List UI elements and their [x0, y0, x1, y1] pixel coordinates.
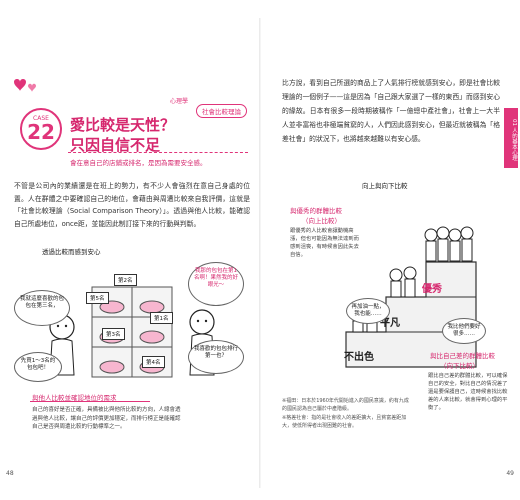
footnote-2: ※格差社會：指的是社會收入的差距擴大，且貧富差距加大，使低所得者出現困難的社會。 [282, 415, 407, 429]
staircase-comparison-illustration [345, 226, 477, 368]
upward-comparison-subcaption: （向上比較） [302, 217, 341, 225]
rank-tag-2: 第2名 [114, 274, 137, 286]
section-side-tab: 01 人的基本心理 [504, 108, 518, 168]
speech-bubble-2: 我那的包包在第1名啊！果然我的好眼光～ [188, 262, 244, 306]
downward-comparison-caption: 與比自己差的群體比較 [430, 352, 495, 360]
page-title-line1: 愛比較是天性？ [70, 116, 176, 134]
upward-comparison-note: 跟優秀的人比較會讓動機高漲，但也可能因為無法達到而感到沮喪，有時候會因此失去自信… [290, 228, 359, 258]
speech-bubble-4: 我喜歡的包包排行第一也？ [188, 340, 244, 374]
downward-comparison-subcaption: （向下比較） [440, 362, 479, 370]
right-figure-caption: 向上與向下比較 [358, 182, 411, 190]
page-number-left: 48 [6, 470, 14, 477]
category-tag-pill: 社會比較理論 [196, 104, 247, 118]
speech-bubble-3: 先買1～3名的包包吧！ [14, 352, 62, 382]
rank-tag-1: 第1名 [150, 312, 173, 324]
rank-tag-3: 第3名 [102, 328, 125, 340]
step-label-mid: 平凡 [380, 318, 400, 329]
left-hand-caption: 與他人比較並確認地位的需求 [32, 394, 117, 402]
right-page: 比方說，看到自己所選的商品上了人氣排行榜就感到安心，即是社會比較理論的一個例子—… [262, 22, 518, 482]
page-title-line2: 只因自信不足 [70, 136, 161, 154]
left-page: CASE 22 心理學 社會比較理論 愛比較是天性？ 只因自信不足 會在意自己的… [2, 22, 258, 482]
speech-bubble-low: 我比他們要好很多…… [442, 318, 486, 344]
chapter-number: 22 [27, 120, 55, 144]
hearts-decoration-icon [14, 79, 36, 92]
right-body-paragraph: 比方說，看到自己所選的商品上了人氣排行榜就感到安心，即是社會比較理論的一個例子—… [282, 79, 500, 143]
upward-comparison-caption: 與優秀的群體比較 [290, 207, 342, 215]
speech-bubble-1: 我就這麼喜歡的包包在第三名， [14, 290, 70, 326]
page-number-right: 49 [506, 470, 514, 477]
book-gutter [259, 18, 261, 488]
left-figure-note: 自己的喜好是否正確，具備被比與他所比較的方向，人總會透過與他人比較，讓自己的評價… [32, 407, 181, 430]
category-tag-small: 心理學 [170, 98, 189, 105]
footnotes: ※福田：日本於1960年代開始進入的國民意識，約有九成的國民認為自己屬於中產階級… [282, 398, 412, 432]
left-body-paragraph: 不管是公司內的業績還是在班上的勢力，有不少人會強烈在意自己身處的位置。人在群體之… [14, 182, 250, 228]
downward-comparison-note: 跟比自己差的群體比較，可以確保自己的安全，對比自己的情況差了還是要保護自己，這時… [428, 373, 508, 411]
footnote-1: ※福田：日本於1960年代開始進入的國民意識，約有九成的國民認為自己屬於中產階級… [282, 398, 409, 412]
page-subtitle: 會在意自己的店鋪或排名，是因為需要安全感。 [70, 159, 207, 167]
chapter-badge: CASE 22 [20, 108, 62, 150]
title-divider [68, 152, 248, 153]
step-label-bottom: 不出色 [344, 352, 374, 363]
left-figure-caption: 透過比較而感到安心 [38, 248, 104, 256]
chapter-label: CASE [33, 115, 49, 122]
hand-caption-underline [30, 401, 150, 402]
rank-tag-4: 第4名 [142, 356, 165, 368]
step-label-top: 優秀 [422, 284, 442, 295]
speech-bubble-mid: 再加油一點，我也能…… [346, 298, 390, 324]
rank-tag-5: 第5名 [86, 292, 109, 304]
